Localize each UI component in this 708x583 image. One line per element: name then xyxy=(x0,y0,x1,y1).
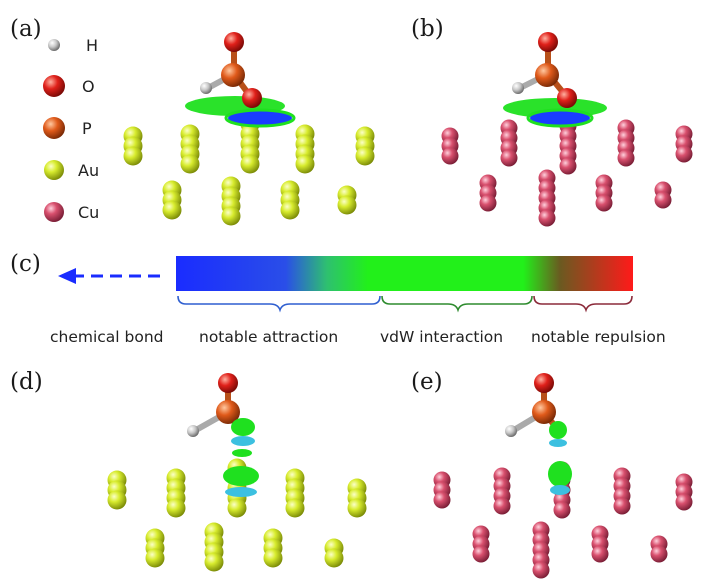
panel-label-b: (b) xyxy=(411,16,444,42)
panel-e-o-top xyxy=(534,373,554,393)
legend-label-au: Au xyxy=(78,161,99,180)
panel-d-mid-green-surface xyxy=(232,449,252,457)
panel-a-p-atom xyxy=(221,63,245,87)
panel-a-au-slab xyxy=(123,114,375,226)
cu-atom xyxy=(538,209,556,227)
au-atom xyxy=(145,548,165,568)
panel-d-p-atom xyxy=(216,400,240,424)
au-atom xyxy=(337,195,357,215)
legend-h-sphere xyxy=(48,39,60,51)
panel-e-h-atom xyxy=(505,425,517,437)
legend-cu-sphere xyxy=(44,202,64,222)
au-atom xyxy=(204,552,224,572)
cu-atom xyxy=(479,194,497,212)
panel-label-e: (e) xyxy=(411,369,443,395)
panel-d-h-atom xyxy=(187,425,199,437)
panel-a-h-atom xyxy=(200,82,212,94)
panel-a-o-top xyxy=(224,32,244,52)
label-notable-attraction: notable attraction xyxy=(199,328,338,346)
au-atom xyxy=(162,200,182,220)
brace-vdw-interaction xyxy=(381,295,533,313)
cu-atom xyxy=(613,497,631,515)
panel-e-molecule xyxy=(505,373,572,495)
au-atom xyxy=(227,498,247,518)
cu-atom xyxy=(675,145,693,163)
cu-atom xyxy=(595,194,613,212)
panel-e-upper-green-surface xyxy=(549,421,567,439)
au-atom xyxy=(280,200,300,220)
cu-atom xyxy=(441,147,459,165)
atom-legend: H O P Au Cu xyxy=(43,36,99,222)
panel-b-molecule xyxy=(503,32,607,128)
au-atom xyxy=(295,154,315,174)
legend-label-p: P xyxy=(82,119,92,138)
legend-o-sphere xyxy=(43,75,65,97)
cu-atom xyxy=(472,545,490,563)
panel-d-au-slab xyxy=(107,458,367,572)
panel-a-molecule xyxy=(185,32,296,128)
panel-e-lower-cyan-surface xyxy=(550,485,570,495)
au-atom xyxy=(240,154,260,174)
au-atom xyxy=(324,548,344,568)
cu-atom xyxy=(654,191,672,209)
panel-b-o-bottom xyxy=(557,88,577,108)
label-chemical-bond: chemical bond xyxy=(50,328,164,346)
au-atom xyxy=(180,154,200,174)
cu-atom xyxy=(493,497,511,515)
cu-atom xyxy=(500,149,518,167)
panel-d-upper-cyan-surface xyxy=(231,436,255,446)
panel-label-a: (a) xyxy=(10,16,42,42)
au-atom xyxy=(166,498,186,518)
legend-label-h: H xyxy=(86,36,98,55)
panel-a-surface-rim xyxy=(224,108,296,128)
label-vdw-interaction: vdW interaction xyxy=(380,328,503,346)
brace-notable-repulsion xyxy=(533,295,633,313)
panel-b-blue-surface xyxy=(530,111,590,125)
panel-d-molecule xyxy=(187,373,259,497)
panel-a-o-bottom xyxy=(242,88,262,108)
au-atom xyxy=(123,146,143,166)
legend-au-sphere xyxy=(44,160,64,180)
arrow-head-icon xyxy=(58,268,76,284)
panel-b-o-top xyxy=(538,32,558,52)
interaction-color-scale: chemical bond notable attraction vdW int… xyxy=(50,256,666,346)
legend-label-cu: Cu xyxy=(78,203,99,222)
panel-d-o-top xyxy=(218,373,238,393)
au-atom xyxy=(221,206,241,226)
cu-atom xyxy=(650,545,668,563)
panel-b-surface-rim xyxy=(526,108,594,128)
panel-label-c: (c) xyxy=(10,251,41,277)
cu-atom xyxy=(675,493,693,511)
cu-atom xyxy=(559,157,577,175)
cu-atom xyxy=(433,491,451,509)
au-atom xyxy=(285,498,305,518)
panel-d-lower-cyan-surface xyxy=(225,487,257,497)
panel-b-p-atom xyxy=(535,63,559,87)
panel-d-upper-green-surface xyxy=(231,418,255,436)
label-notable-repulsion: notable repulsion xyxy=(531,328,666,346)
panel-label-d: (d) xyxy=(10,369,43,395)
au-atom xyxy=(107,490,127,510)
legend-label-o: O xyxy=(82,77,95,96)
legend-p-sphere xyxy=(43,117,65,139)
panel-e-lower-green-surface xyxy=(548,461,572,487)
cu-atom xyxy=(553,501,571,519)
au-atom xyxy=(355,146,375,166)
panel-a-blue-surface xyxy=(228,111,292,125)
cu-atom xyxy=(617,149,635,167)
panel-d-lower-green-surface xyxy=(223,466,259,486)
panel-b-cu-slab xyxy=(441,117,693,227)
panel-e-p-atom xyxy=(532,400,556,424)
au-atom xyxy=(263,548,283,568)
panel-e-upper-cyan-surface xyxy=(549,439,567,447)
au-atom xyxy=(347,498,367,518)
panel-b-h-atom xyxy=(512,82,524,94)
cu-atom xyxy=(591,545,609,563)
cu-atom xyxy=(532,561,550,579)
brace-notable-attraction xyxy=(177,295,381,313)
color-gradient-bar xyxy=(176,256,633,291)
